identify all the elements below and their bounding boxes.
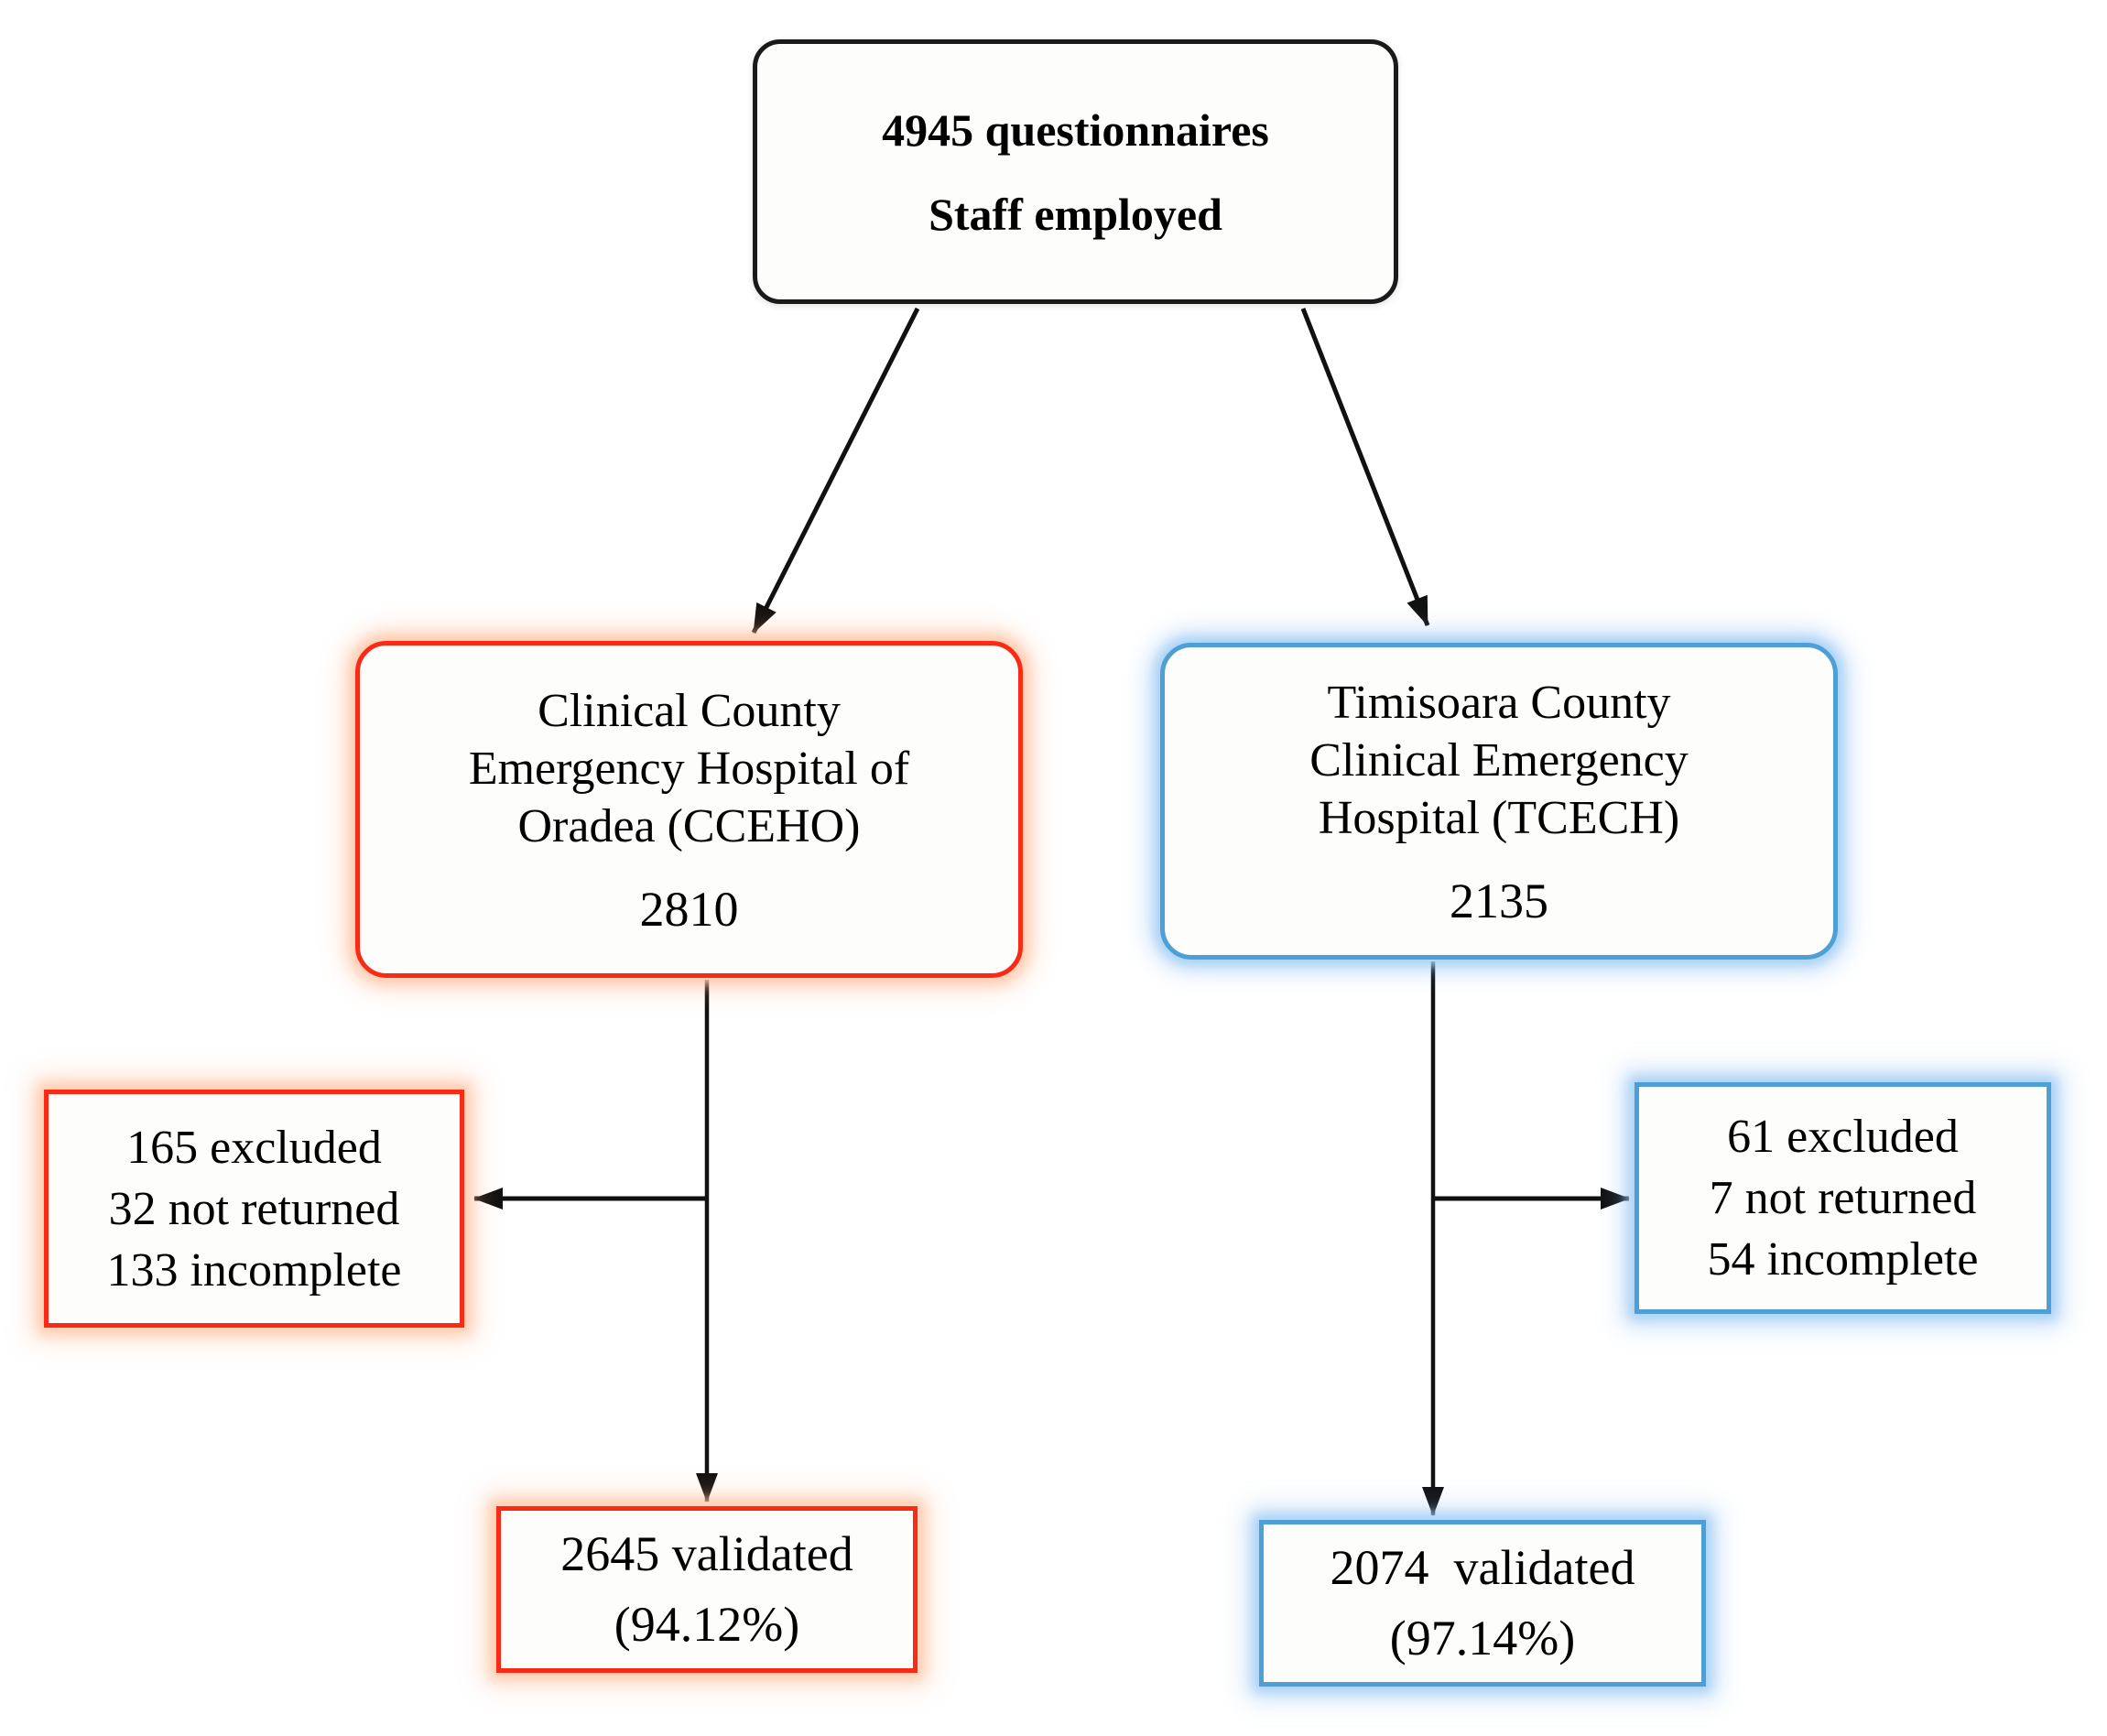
excluded-line: 133 incomplete (106, 1243, 402, 1297)
cceho-name-line: Emergency Hospital of (468, 742, 910, 795)
cceho-name-line: Clinical County (538, 684, 841, 737)
cceho-validated-box: 2645 validated (94.12%) (496, 1506, 918, 1673)
tcech-excluded-box: 61 excluded 7 not returned 54 incomplete (1635, 1082, 2051, 1314)
tcech-name-line: Clinical Emergency (1309, 733, 1689, 787)
cceho-excluded-box: 165 excluded 32 not returned 133 incompl… (44, 1090, 464, 1328)
tcech-name-line: Hospital (TCECH) (1318, 791, 1680, 844)
tcech-name-line: Timisoara County (1327, 676, 1671, 729)
excluded-line: 54 incomplete (1707, 1233, 1979, 1286)
validated-percent-line: (97.14%) (1389, 1611, 1576, 1665)
cceho-name-line: Oradea (CCEHO) (517, 799, 861, 852)
validated-count-line: 2074 validated (1330, 1540, 1635, 1595)
excluded-line: 61 excluded (1727, 1111, 1959, 1163)
validated-count-line: 2645 validated (560, 1526, 853, 1581)
tcech-hospital-box: Timisoara County Clinical Emergency Hosp… (1160, 643, 1838, 960)
excluded-line: 32 not returned (108, 1182, 400, 1235)
excluded-line: 7 not returned (1709, 1172, 1977, 1224)
cceho-name: Clinical County Emergency Hospital of Or… (469, 682, 909, 855)
total-subtitle-line: Staff employed (929, 188, 1222, 240)
cceho-hospital-box: Clinical County Emergency Hospital of Or… (355, 641, 1023, 978)
cceho-count: 2810 (639, 881, 739, 937)
arrow-total-to-cceho (751, 307, 920, 635)
arrow-total-to-tcech (1300, 308, 1430, 626)
tcech-validated-box: 2074 validated (97.14%) (1259, 1520, 1706, 1687)
total-count-line: 4945 questionnaires (882, 103, 1269, 156)
tcech-count: 2135 (1450, 873, 1548, 928)
tcech-name: Timisoara County Clinical Emergency Hosp… (1309, 674, 1688, 847)
total-questionnaires-box: 4945 questionnaires Staff employed (753, 39, 1398, 304)
excluded-line: 165 excluded (126, 1121, 382, 1174)
validated-percent-line: (94.12%) (614, 1597, 800, 1652)
